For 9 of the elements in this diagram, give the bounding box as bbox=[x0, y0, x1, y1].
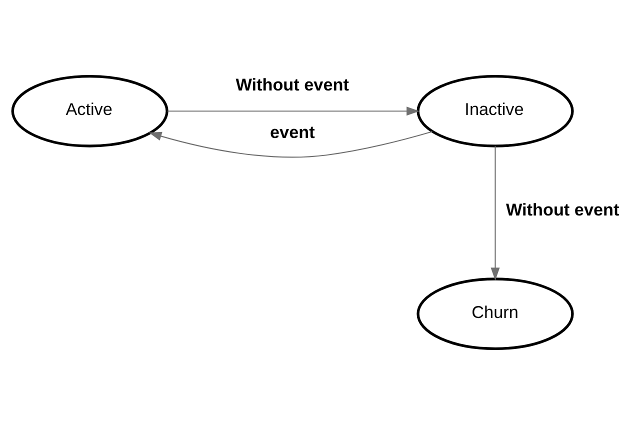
node-ellipse: Churn bbox=[416, 278, 574, 350]
node-ellipse: Inactive bbox=[416, 74, 574, 148]
arrow bbox=[490, 146, 500, 281]
edge-label: event bbox=[270, 122, 315, 142]
arrow bbox=[148, 131, 432, 158]
node-ellipse: Active bbox=[11, 74, 168, 148]
arrow bbox=[168, 106, 420, 116]
edge-label: Without event bbox=[506, 200, 620, 220]
edge-label: Without event bbox=[236, 74, 349, 95]
